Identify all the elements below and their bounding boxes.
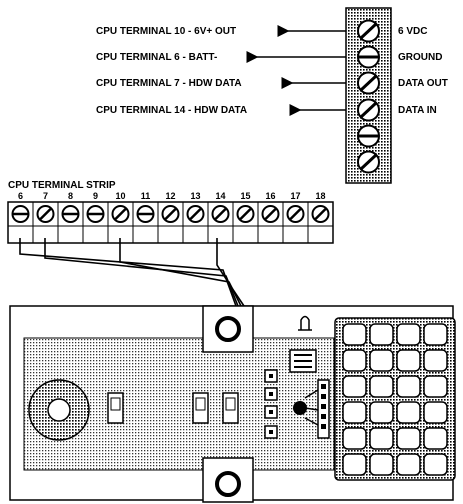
terminal-screw [286, 205, 305, 223]
terminal-number: 15 [240, 191, 250, 201]
connection-label-0: CPU TERMINAL 10 - 6V+ OUT [96, 26, 236, 37]
keypad-key [342, 401, 367, 424]
connection-label-1: CPU TERMINAL 6 - BATT- [96, 52, 217, 63]
keypad [334, 317, 456, 481]
keypad-key [396, 453, 421, 476]
mounting-post-top [202, 305, 254, 353]
terminal-strip-numbers: 6 7 8 9 10 11 12 13 14 15 16 17 18 [18, 191, 326, 201]
terminal-number: 18 [315, 191, 325, 201]
terminal-screw [36, 205, 55, 223]
terminal-number: 13 [190, 191, 200, 201]
terminal-label-1: GROUND [398, 52, 442, 63]
terminal-screw-3 [357, 98, 380, 122]
terminal-screw [236, 205, 255, 223]
keypad-key [423, 375, 448, 398]
wire-2 [119, 238, 242, 307]
terminal-label-3: DATA IN [398, 105, 437, 116]
terminal-screw [111, 205, 130, 223]
keypad-key [396, 349, 421, 372]
terminal-number: 10 [115, 191, 125, 201]
cpu-terminal-strip: CPU TERMINAL STRIP 6 7 8 9 10 11 12 13 14 15 16 17 1… [7, 180, 334, 244]
mounting-post-bottom [202, 457, 254, 503]
terminal-number: 12 [165, 191, 175, 201]
keypad-key [342, 349, 367, 372]
keypad-key [396, 323, 421, 346]
terminal-strip-screws [11, 202, 330, 243]
terminal-strip-title: CPU TERMINAL STRIP [8, 180, 116, 191]
terminal-screw [161, 205, 180, 223]
terminal-screw [311, 205, 330, 223]
keypad-key [423, 323, 448, 346]
resistor-network [293, 379, 330, 439]
chip-component [289, 349, 317, 373]
dip-switch-1 [107, 392, 124, 424]
terminal-label-0: 6 VDC [398, 26, 427, 37]
terminal-number: 8 [68, 191, 73, 201]
keypad-key [423, 427, 448, 450]
terminal-number: 9 [93, 191, 98, 201]
dip-switch-3 [222, 392, 239, 424]
keypad-key [369, 375, 394, 398]
terminal-block-connections: CPU TERMINAL 10 - 6V+ OUT CPU TERMINAL 6… [96, 25, 346, 116]
terminal-screw-4 [357, 124, 380, 148]
terminal-screw-5 [357, 150, 380, 174]
terminal-number: 11 [141, 191, 151, 201]
keypad-key [423, 453, 448, 476]
keypad-keys [342, 323, 448, 476]
wire-1 [44, 238, 239, 307]
led [298, 315, 312, 331]
keypad-key [342, 375, 367, 398]
terminal-number: 14 [215, 191, 225, 201]
circuit-board [9, 305, 456, 503]
keypad-key [396, 375, 421, 398]
terminal-number: 17 [290, 191, 300, 201]
terminal-number: 6 [18, 191, 23, 201]
keypad-key [369, 349, 394, 372]
terminal-screw-2 [357, 71, 380, 95]
keypad-key [369, 323, 394, 346]
terminal-block: 6 VDC GROUND DATA OUT DATA IN [345, 7, 448, 184]
terminal-screw-0 [357, 19, 380, 43]
keypad-key [342, 453, 367, 476]
wire-0 [19, 238, 237, 307]
wire-harness [19, 238, 245, 307]
terminal-screw [136, 205, 155, 223]
keypad-key [423, 349, 448, 372]
wire-3 [216, 238, 245, 307]
keypad-key [369, 453, 394, 476]
keypad-key [369, 401, 394, 424]
keypad-key [342, 427, 367, 450]
keypad-key [342, 323, 367, 346]
terminal-screw [61, 205, 80, 223]
keypad-key [396, 401, 421, 424]
keypad-key [369, 427, 394, 450]
keypad-key [396, 427, 421, 450]
terminal-screw [186, 205, 205, 223]
terminal-number: 16 [265, 191, 275, 201]
buzzer-speaker [28, 379, 90, 441]
terminal-screw [211, 205, 230, 223]
dip-switch-2 [192, 392, 209, 424]
terminal-label-2: DATA OUT [398, 78, 448, 89]
connection-label-2: CPU TERMINAL 7 - HDW DATA [96, 78, 242, 89]
terminal-screw [11, 205, 30, 223]
terminal-number: 7 [43, 191, 48, 201]
terminal-screw [86, 205, 105, 223]
terminal-screw [261, 205, 280, 223]
connection-label-3: CPU TERMINAL 14 - HDW DATA [96, 105, 247, 116]
terminal-screw-1 [357, 45, 380, 69]
component-pads [264, 369, 278, 439]
keypad-key [423, 401, 448, 424]
